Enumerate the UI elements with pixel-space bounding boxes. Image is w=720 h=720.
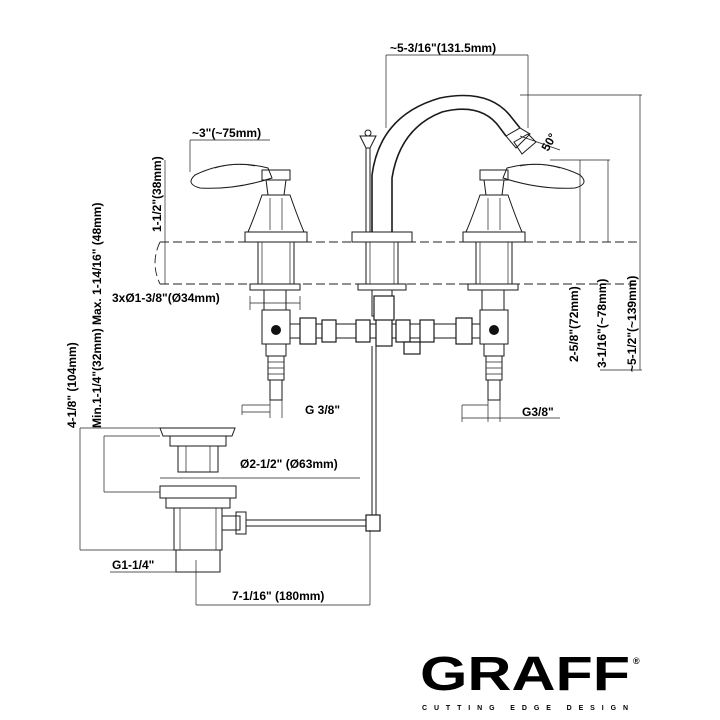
brand-registered-mark: ® [633, 656, 640, 666]
dim-thread-right: G3/8" [522, 405, 554, 419]
dim-drain-thread: G1-1/4" [112, 558, 154, 572]
dimension-lines [79, 54, 642, 606]
dim-spout-angle: 50° [538, 131, 559, 154]
connection-hoses [290, 295, 480, 520]
brand-tagline: CUTTING EDGE DESIGN [422, 705, 628, 712]
drain-assembly [159, 427, 381, 573]
right-handle-assembly [462, 163, 585, 401]
spout-assembly [351, 94, 537, 317]
dim-handle-length: ~3"(~75mm) [192, 126, 261, 140]
left-handle-assembly [190, 163, 308, 401]
dim-handle-height: 1-1/2"(38mm) [150, 156, 164, 232]
brand-logo: GRAFF ® CUTTING EDGE DESIGN [420, 648, 640, 712]
dim-overall-height: ~5-1/2"(~139mm) [625, 276, 639, 372]
dim-thread-left: G 3/8" [305, 403, 340, 417]
dim-rod-length: 7-1/16" (180mm) [232, 589, 324, 603]
dim-hole-diameter: 3xØ1-3/8"(Ø34mm) [112, 291, 220, 305]
dim-spout-height-a: 2-5/8"(72mm) [567, 286, 581, 362]
brand-name: GRAFF [420, 648, 630, 701]
dim-spout-reach: ~5-3/16"(131.5mm) [390, 41, 496, 55]
dim-spout-height-b: 3-1/16"(~78mm) [595, 279, 609, 368]
dim-deck-thickness: Min.1-1/4"(32mm) Max. 1-14/16" (48mm) [90, 203, 104, 428]
dim-drain-height: 4-1/8" (104mm) [65, 342, 79, 428]
dim-drain-flange-diameter: Ø2-1/2" (Ø63mm) [240, 457, 338, 471]
